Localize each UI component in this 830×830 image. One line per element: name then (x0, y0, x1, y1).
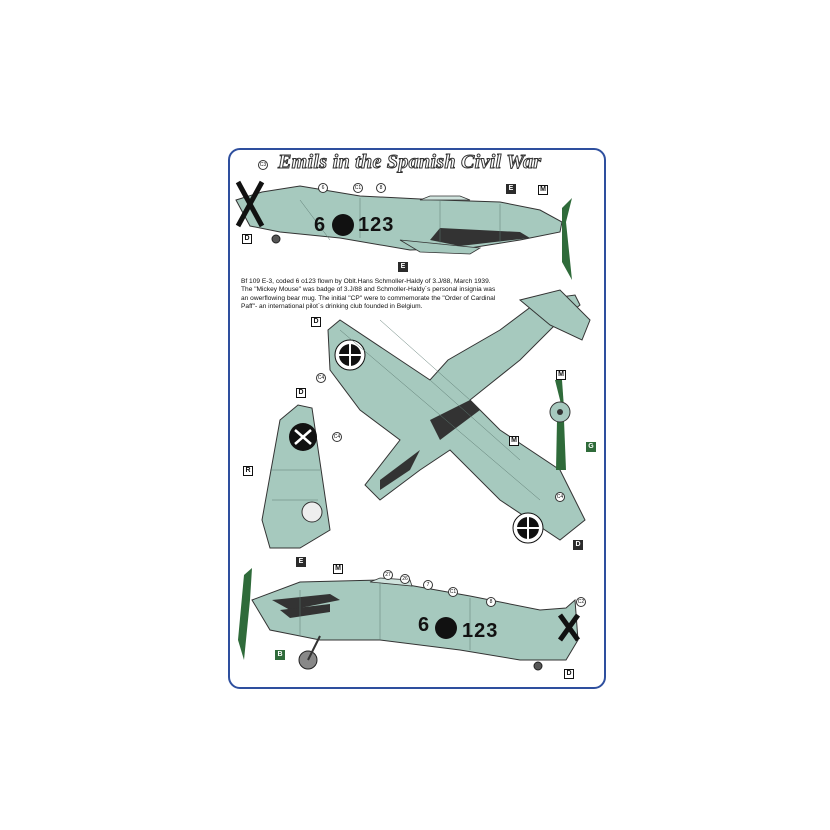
code-bottom-left: 6 (418, 614, 431, 636)
label-b-bottom: B (275, 650, 285, 660)
label-c4-plan-left: C4 (316, 373, 326, 383)
label-26: 26 (400, 574, 410, 584)
tail-fin-view (261, 404, 331, 549)
label-c1: C1 (353, 183, 363, 193)
label-c3: C3 (258, 160, 268, 170)
caption-text: Bf 109 E-3, coded 6 o123 flown by Oblt.H… (241, 278, 521, 312)
label-m-bottom: M (333, 564, 343, 574)
aircraft-planview (327, 289, 591, 544)
caption-line-3: an owerflowing bear mug. The initial "CP… (241, 294, 496, 302)
aircraft-profile-bottom (238, 568, 581, 671)
caption-line-2: The "Mickey Mouse" was badge of 3.J/88 a… (241, 286, 496, 294)
caption-line-1: Bf 109 E-3, coded 6 o123 flown by Oblt.H… (241, 278, 491, 285)
label-e-top: E (506, 184, 516, 194)
label-m-prop: M (556, 370, 566, 380)
label-d-fin: D (296, 388, 306, 398)
label-d-bottom: D (564, 669, 574, 679)
code-top-left: 6 (314, 214, 327, 236)
label-8: 8 (376, 183, 386, 193)
propeller-front-view (549, 380, 571, 470)
label-6: 6 (318, 183, 328, 193)
label-e-bottom: E (296, 557, 306, 567)
label-c2: C2 (576, 597, 586, 607)
caption-line-4: Paff"- an international pilot´s drinking… (241, 303, 423, 311)
label-d-top: D (242, 234, 252, 244)
label-8-bottom: 8 (486, 597, 496, 607)
label-d-plan-right: D (573, 540, 583, 550)
label-c1-bottom: C1 (448, 587, 458, 597)
aircraft-profile-top (235, 180, 572, 280)
label-c4-plan-right: C4 (555, 492, 565, 502)
label-r-fin: R (243, 466, 253, 476)
label-c4-fin: C4 (332, 432, 342, 442)
label-7: 7 (423, 580, 433, 590)
code-bottom-right: 123 (462, 620, 499, 642)
label-m-top: M (538, 185, 548, 195)
label-g-prop: G (586, 442, 596, 452)
code-top-right: 123 (358, 214, 395, 236)
label-27: 27 (383, 570, 393, 580)
label-d-plan-left: D (311, 317, 321, 327)
label-e-under: E (398, 262, 408, 272)
label-m-plan: M (509, 436, 519, 446)
sheet-title: Emils in the Spanish Civil War (278, 151, 542, 174)
